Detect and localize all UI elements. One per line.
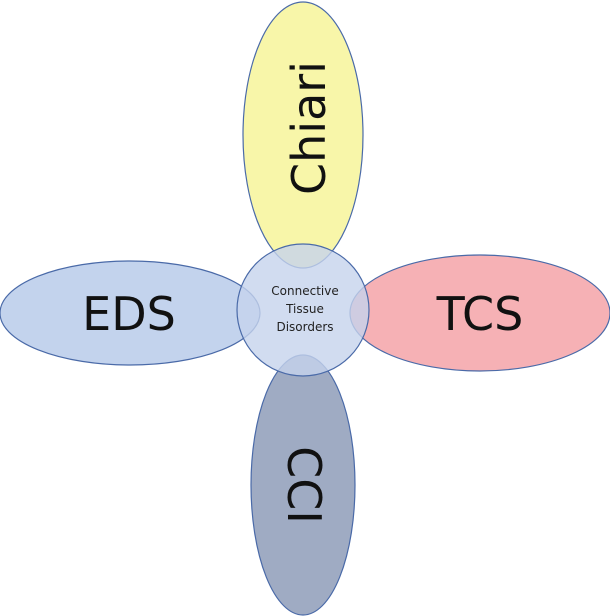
tcs-label: TCS	[436, 287, 524, 341]
center-label-line-3: Disorders	[276, 320, 333, 334]
center-label-line-1: Connective	[271, 284, 338, 298]
eds-label: EDS	[82, 287, 176, 341]
center-label-line-2: Tissue	[285, 302, 324, 316]
chiari-label: Chiari	[282, 61, 336, 195]
connective-tissue-disorders-circle	[236, 243, 370, 377]
cci-label: CCI	[277, 446, 331, 524]
